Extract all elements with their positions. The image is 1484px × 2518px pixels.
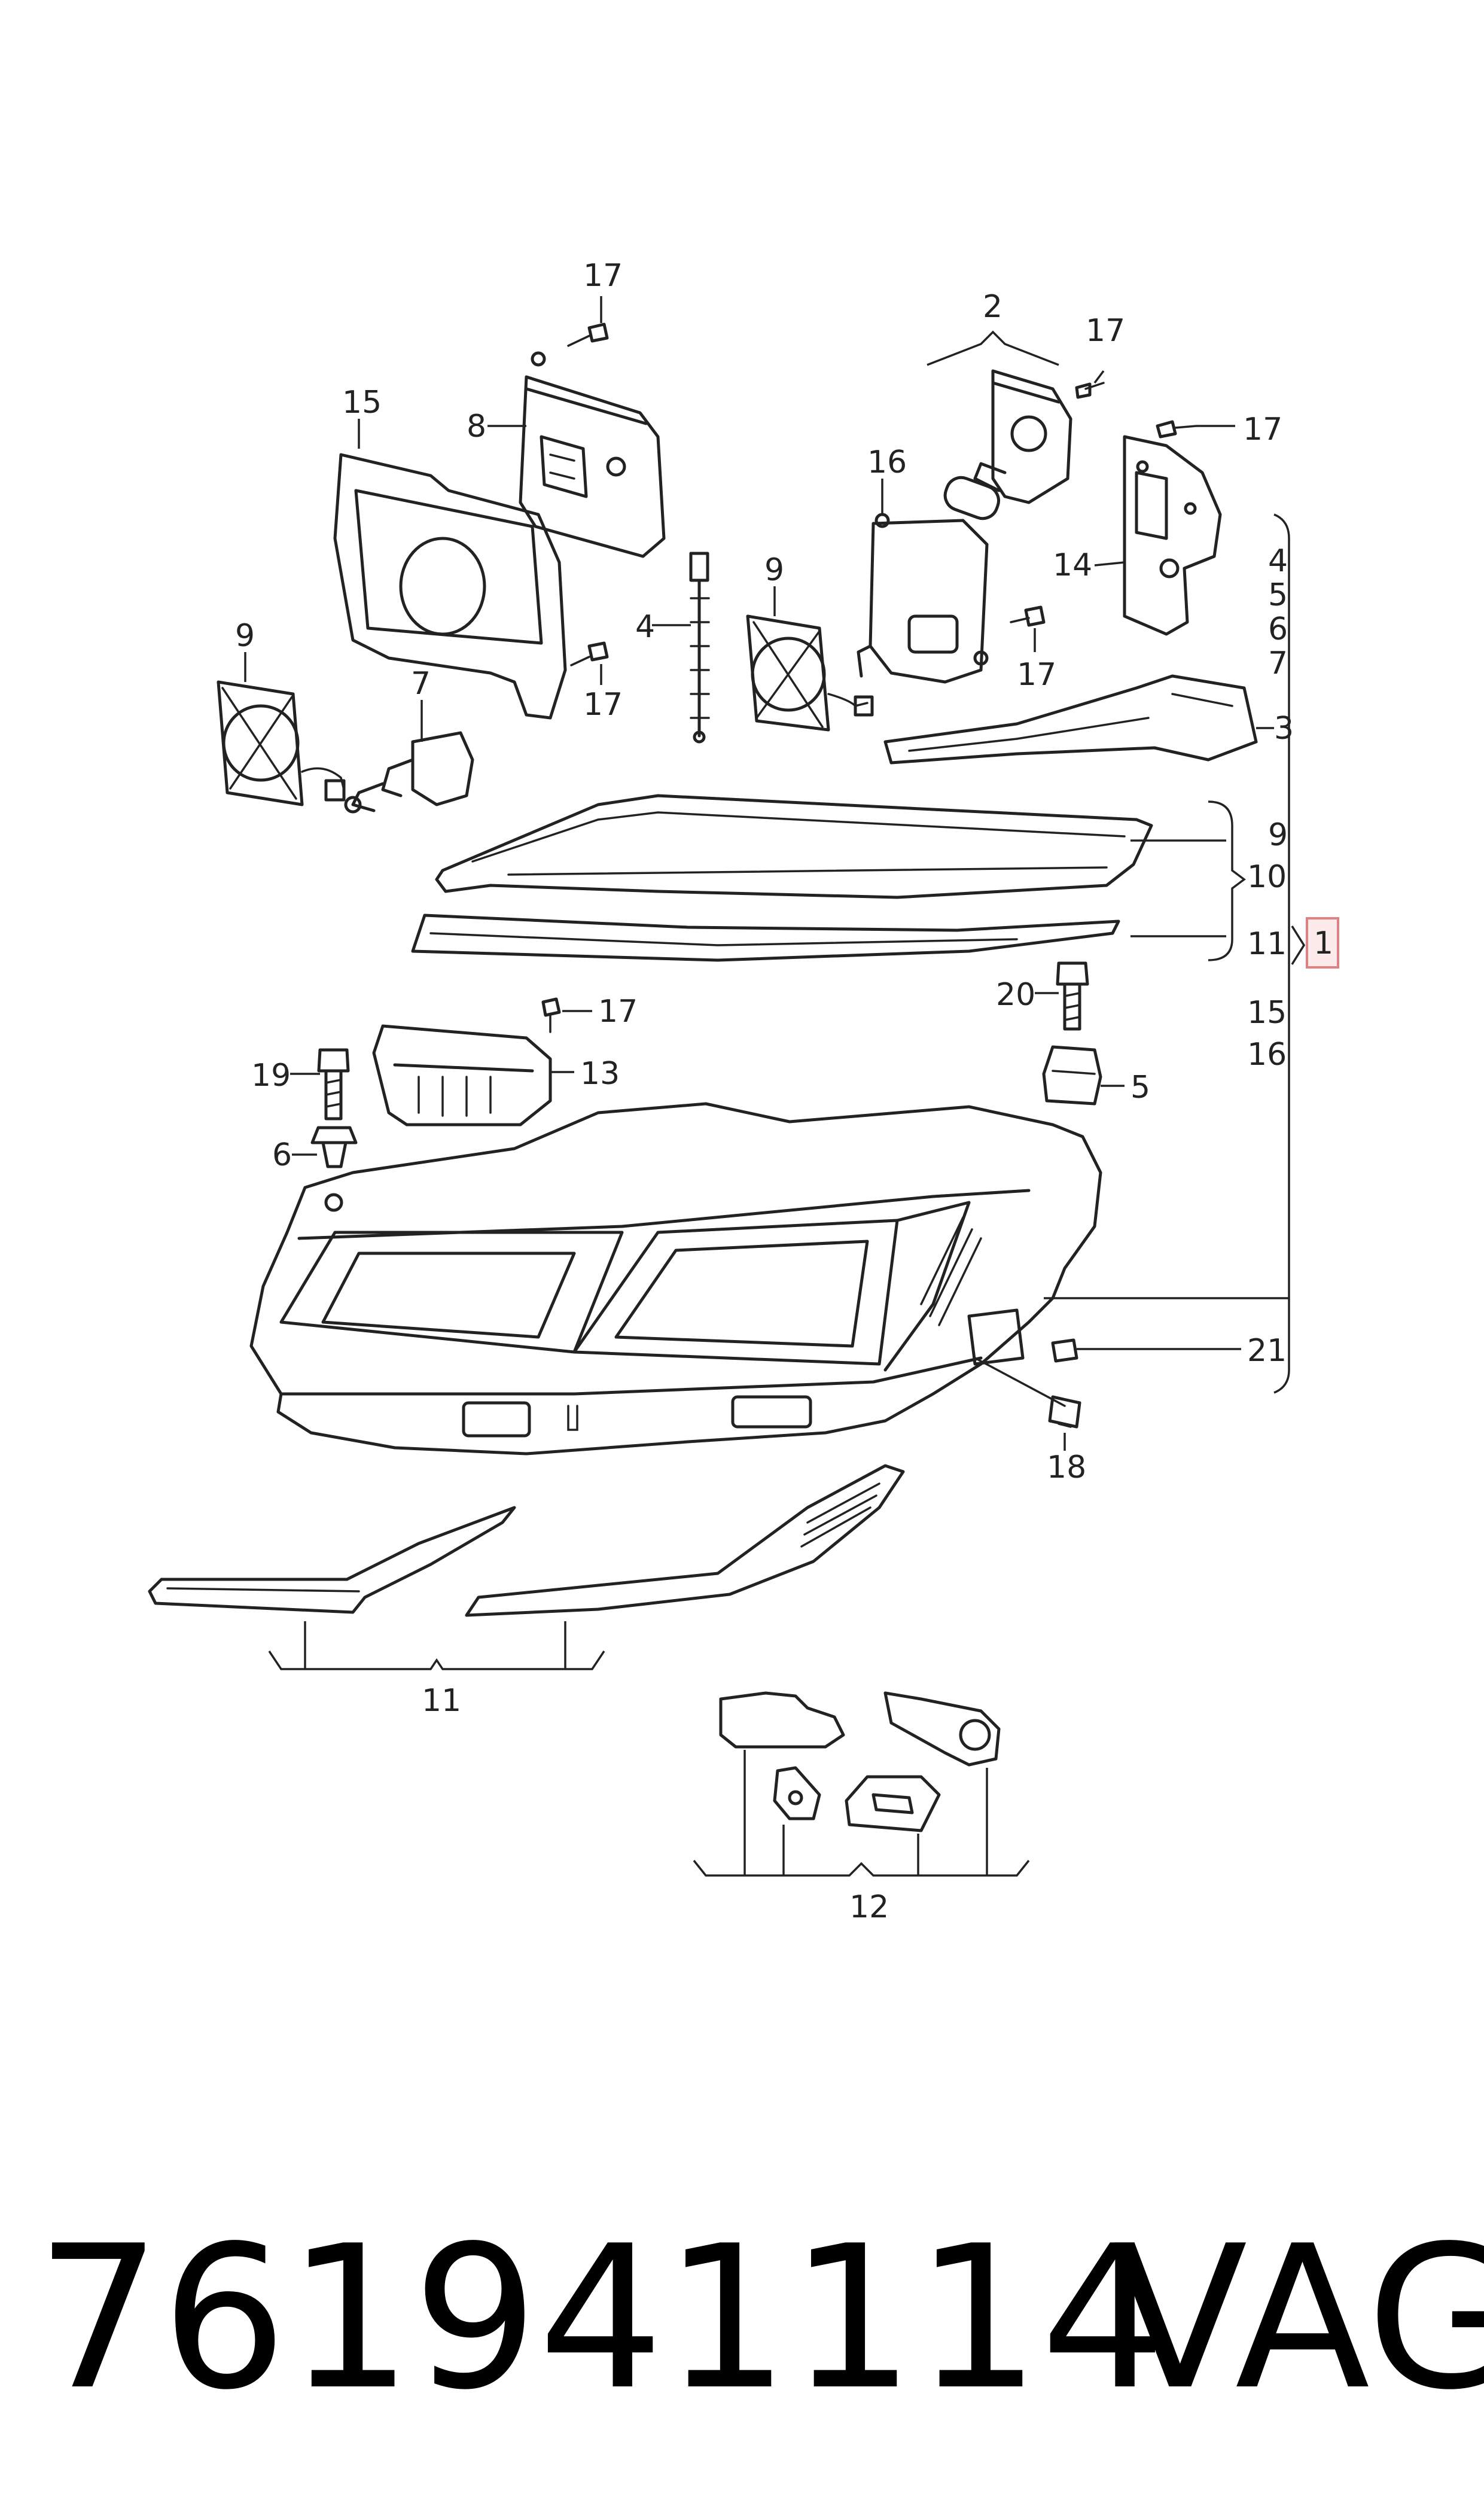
part-8-ballast <box>519 351 666 558</box>
callout-6: 6 <box>272 1137 292 1173</box>
part-9-fan-left <box>217 680 346 806</box>
part-17-screw-c <box>1156 420 1197 439</box>
callout-10-list: 10 <box>1247 859 1287 895</box>
assembly-bracket <box>1044 513 1306 1394</box>
callout-17-e: 17 <box>583 687 623 723</box>
part-15-projector-cover <box>333 453 567 720</box>
callout-1: 1 <box>1314 925 1333 961</box>
part-7-bulb <box>344 731 474 814</box>
callout-9-left: 9 <box>235 618 255 654</box>
callout-15-list: 15 <box>1247 995 1287 1031</box>
callout-17-f: 17 <box>598 994 638 1030</box>
callout-9-middle: 9 <box>764 552 784 588</box>
part-17-screw-b <box>1075 370 1105 399</box>
part-20-screw <box>1056 961 1089 1031</box>
callout-11-list: 11 <box>1247 926 1287 962</box>
callout-18: 18 <box>1047 1450 1086 1485</box>
callout-9-list: 9 <box>1268 817 1288 853</box>
callout-11-bottom: 11 <box>422 1683 461 1719</box>
part-16-led-module <box>857 513 989 684</box>
callout-17-d: 17 <box>1017 657 1056 693</box>
callout-5: 5 <box>1130 1070 1150 1106</box>
brand-name: VAG <box>1113 2203 1484 2433</box>
part-13-actuator <box>372 1024 552 1126</box>
part-number: 761941114 <box>36 2203 1166 2433</box>
part-12-brackets <box>719 1691 1001 1832</box>
highlight-callout-1[interactable]: 1 <box>1306 917 1339 969</box>
callout-21: 21 <box>1247 1333 1287 1369</box>
callout-7-list: 7 <box>1268 646 1288 681</box>
callout-17-c: 17 <box>1243 412 1282 447</box>
callout-6-list: 6 <box>1268 611 1288 647</box>
part-4-wire <box>689 552 710 744</box>
part-2-control-unit <box>927 330 1072 520</box>
callout-5-list: 5 <box>1268 577 1288 613</box>
part-6-grommet <box>310 1126 358 1212</box>
callout-17-b: 17 <box>1086 313 1125 349</box>
part-17-screw-a <box>567 322 609 347</box>
part-17-screw-e <box>570 641 609 666</box>
part-19-screw <box>317 1048 350 1121</box>
part-9-10-trim-strips <box>411 794 1153 962</box>
part-18-screw <box>1048 1395 1081 1429</box>
callout-14: 14 <box>1053 547 1092 583</box>
callout-17-a: 17 <box>583 258 623 294</box>
callout-16-top: 16 <box>867 444 907 480</box>
part-11-lower-trims <box>148 1464 905 1617</box>
callout-19: 19 <box>251 1058 291 1094</box>
callout-16-list: 16 <box>1247 1037 1287 1073</box>
callout-8: 8 <box>467 409 486 444</box>
part-17-screw-d <box>1010 605 1046 627</box>
callout-4-list: 4 <box>1268 543 1288 579</box>
callout-20: 20 <box>996 977 1035 1013</box>
part-3-seal-strip <box>883 674 1258 765</box>
callout-12: 12 <box>849 1889 889 1925</box>
part-5-clip <box>1042 1045 1102 1106</box>
callout-4: 4 <box>635 609 655 645</box>
callout-13: 13 <box>580 1056 620 1092</box>
callout-2: 2 <box>983 289 1002 325</box>
headlamp-housing <box>249 1102 1102 1456</box>
callout-3: 3 <box>1274 711 1294 747</box>
part-14-bracket <box>1123 435 1222 636</box>
callout-15-top: 15 <box>342 385 382 421</box>
part-17-screw-f <box>541 997 561 1033</box>
callout-7: 7 <box>411 666 431 702</box>
part-9-fan-middle <box>746 614 874 732</box>
